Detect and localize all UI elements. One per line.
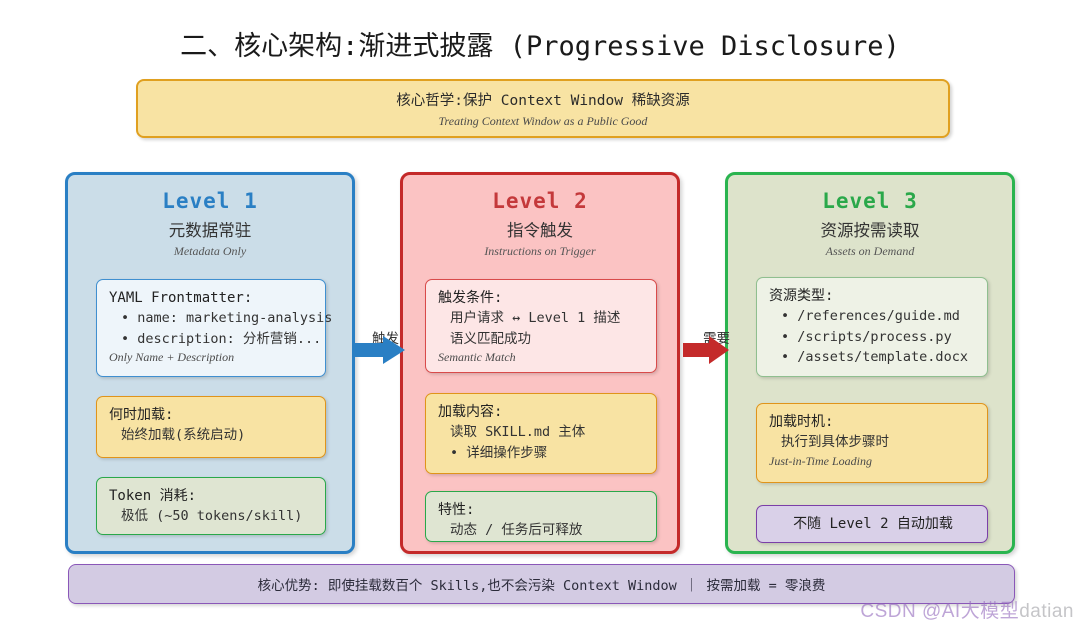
level-2-feature-card: 特性: 动态 / 任务后可释放 [425, 491, 657, 542]
card-bullet: name: marketing-analysis [109, 308, 332, 328]
level-2-trigger-card: 触发条件: 用户请求 ↔ Level 1 描述 语义匹配成功 Semantic … [425, 279, 657, 373]
card-title: 加载时机: [769, 414, 834, 430]
level-3-subtitle-cn: 资源按需读取 [820, 221, 920, 240]
level-1-column: Level 1 元数据常驻 Metadata Only YAML Frontma… [65, 172, 355, 554]
level-3-header: Level 3 资源按需读取 Assets on Demand [728, 175, 1012, 259]
level-3-resource-card: 资源类型: /references/guide.md /scripts/proc… [756, 277, 988, 377]
card-bullet: /assets/template.docx [769, 347, 977, 367]
card-line: 用户请求 ↔ Level 1 描述 [450, 310, 621, 327]
philosophy-en: Treating Context Window as a Public Good [438, 113, 648, 128]
card-note: 不随 Level 2 自动加载 [793, 515, 953, 532]
page-title: 二、核心架构:渐进式披露 (Progressive Disclosure) [180, 31, 900, 62]
card-title: 加载内容: [438, 404, 503, 420]
card-line: 执行到具体步骤时 [781, 434, 889, 451]
card-title: 特性: [438, 502, 475, 518]
card-bullet: /references/guide.md [769, 306, 977, 326]
card-bullet: /scripts/process.py [769, 327, 977, 347]
card-title: 触发条件: [438, 290, 503, 306]
level-3-column: Level 3 资源按需读取 Assets on Demand 资源类型: /r… [725, 172, 1015, 554]
card-italic: Semantic Match [438, 349, 516, 364]
watermark-prefix: CSDN @AI大模型 [860, 601, 1020, 622]
card-italic: Just-in-Time Loading [769, 453, 873, 468]
level-1-subtitle-en: Metadata Only [173, 244, 247, 258]
level-2-title: Level 2 [492, 189, 588, 213]
philosophy-banner: 核心哲学:保护 Context Window 稀缺资源 Treating Con… [136, 79, 950, 138]
card-title: Token 消耗: [109, 488, 197, 504]
philosophy-cn: 核心哲学:保护 Context Window 稀缺资源 [396, 92, 690, 109]
key-advantage-banner: 核心优势: 即使挂载数百个 Skills,也不会污染 Context Windo… [68, 564, 1015, 604]
card-title: 资源类型: [769, 288, 834, 304]
level-1-yaml-card: YAML Frontmatter: name: marketing-analys… [96, 279, 332, 377]
level-1-token-card: Token 消耗: 极低 (~50 tokens/skill) [96, 477, 326, 535]
level-1-when-load-card: 何时加载: 始终加载(系统启动) [96, 396, 326, 458]
watermark-suffix: datian [1019, 601, 1074, 622]
card-line: 读取 SKILL.md 主体 [450, 424, 586, 441]
level-3-subtitle-en: Assets on Demand [825, 244, 915, 258]
level-2-content-card: 加载内容: 读取 SKILL.md 主体 详细操作步骤 [425, 393, 657, 474]
level-3-note-card: 不随 Level 2 自动加载 [756, 505, 988, 543]
level-3-timing-card: 加载时机: 执行到具体步骤时 Just-in-Time Loading [756, 403, 988, 483]
card-italic: Only Name + Description [109, 349, 235, 364]
level-3-title: Level 3 [822, 189, 918, 213]
level-2-subtitle-cn: 指令触发 [507, 221, 573, 240]
card-line: 语义匹配成功 [450, 330, 531, 347]
arrow-level2-to-level3-icon [683, 336, 729, 364]
card-line: 动态 / 任务后可释放 [450, 522, 583, 539]
level-1-title: Level 1 [162, 189, 258, 213]
level-1-header: Level 1 元数据常驻 Metadata Only [68, 175, 352, 259]
key-advantage-text: 核心优势: 即使挂载数百个 Skills,也不会污染 Context Windo… [257, 578, 826, 594]
level-1-subtitle-cn: 元数据常驻 [168, 221, 252, 240]
card-line: 始终加载(系统启动) [121, 427, 246, 444]
card-title: YAML Frontmatter: [109, 290, 253, 306]
card-bullet: description: 分析营销... [109, 329, 321, 349]
watermark: CSDN @AI大模型datian [860, 596, 1074, 623]
card-line: 极低 (~50 tokens/skill) [121, 508, 303, 525]
arrow-level1-to-level2-icon [355, 336, 405, 364]
level-2-column: Level 2 指令触发 Instructions on Trigger 触发条… [400, 172, 680, 554]
level-2-header: Level 2 指令触发 Instructions on Trigger [403, 175, 677, 259]
card-bullet: 详细操作步骤 [438, 443, 646, 463]
card-title: 何时加载: [109, 407, 174, 423]
level-2-subtitle-en: Instructions on Trigger [484, 244, 596, 258]
